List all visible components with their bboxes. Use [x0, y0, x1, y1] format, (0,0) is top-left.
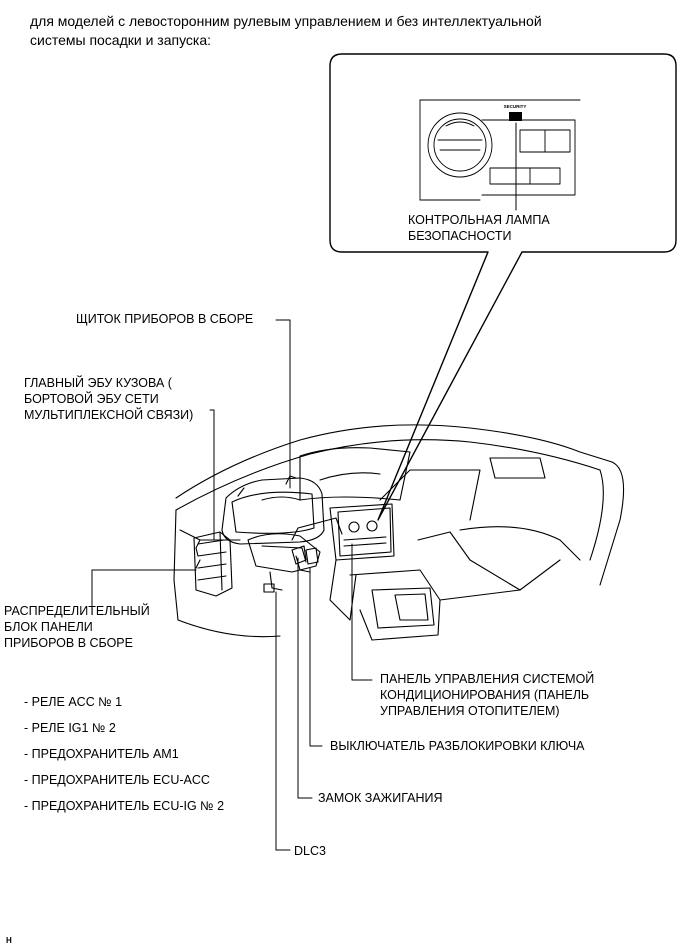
leader-combination-meter [275, 319, 291, 489]
leader-dlc3 [275, 591, 291, 851]
list-item: - ПРЕДОХРАНИТЕЛЬ ECU-ACC [24, 773, 210, 787]
security-lamp-label-line-1: КОНТРОЛЬНАЯ ЛАМПА [408, 213, 550, 227]
header-text: для моделей с левосторонним рулевым упра… [30, 12, 542, 50]
ac-panel-label-line-3: УПРАВЛЕНИЯ ОТОПИТЕЛЕМ) [380, 704, 560, 718]
leader-ignition [297, 557, 313, 799]
list-item: - РЕЛЕ ACC № 1 [24, 695, 123, 709]
leader-junction-block [91, 569, 197, 611]
dlc3-label: DLC3 [294, 844, 326, 858]
security-lamp-icon: SECURITY [504, 104, 527, 211]
junction-block-label-line-1: РАСПРЕДЕЛИТЕЛЬНЫЙ [4, 604, 150, 618]
leader-main-body-ecu [209, 409, 215, 541]
security-lamp-label-line-2: БЕЗОПАСНОСТИ [408, 229, 512, 243]
header-line-1: для моделей с левосторонним рулевым упра… [30, 13, 542, 29]
leader-unlock-switch [309, 567, 323, 747]
list-item: - ПРЕДОХРАНИТЕЛЬ ECU-IG № 2 [24, 799, 225, 813]
leader-ac-panel [351, 543, 373, 681]
dlc3-connector-drawing [263, 583, 275, 593]
junction-block-label-line-2: БЛОК ПАНЕЛИ [4, 620, 93, 634]
ac-panel-label-line-1: ПАНЕЛЬ УПРАВЛЕНИЯ СИСТЕМОЙ [380, 672, 595, 686]
ac-panel-label-line-2: КОНДИЦИОНИРОВАНИЯ (ПАНЕЛЬ [380, 688, 590, 702]
corner-mark: H [6, 936, 12, 945]
unlock-switch-label: ВЫКЛЮЧАТЕЛЬ РАЗБЛОКИРОВКИ КЛЮЧА [330, 739, 585, 753]
junction-block-label: РАСПРЕДЕЛИТЕЛЬНЫЙ БЛОК ПАНЕЛИ ПРИБОРОВ В… [4, 603, 150, 651]
ignition-label: ЗАМОК ЗАЖИГАНИЯ [318, 791, 443, 805]
main-body-ecu-label-line-1: ГЛАВНЫЙ ЭБУ КУЗОВА ( [24, 376, 172, 390]
header-line-2: системы посадки и запуска: [30, 32, 212, 48]
dashboard-outline [173, 424, 625, 641]
leader-lines [91, 319, 373, 851]
steering-column-drawing [247, 517, 343, 591]
main-body-ecu-label: ГЛАВНЫЙ ЭБУ КУЗОВА ( БОРТОВОЙ ЭБУ СЕТИ М… [24, 375, 193, 423]
security-lamp-label: КОНТРОЛЬНАЯ ЛАМПА БЕЗОПАСНОСТИ [408, 212, 550, 244]
list-item: - РЕЛЕ IG1 № 2 [24, 721, 116, 735]
combination-meter-label: ЩИТОК ПРИБОРОВ В СБОРЕ [76, 312, 254, 326]
main-body-ecu-label-line-2: БОРТОВОЙ ЭБУ СЕТИ [24, 392, 159, 406]
inset-callout-frame [329, 53, 677, 521]
junction-block-drawing [193, 531, 233, 597]
junction-block-label-line-3: ПРИБОРОВ В СБОРЕ [4, 636, 133, 650]
inset-panel-drawing [419, 99, 581, 201]
main-body-ecu-label-line-3: МУЛЬТИПЛЕКСНОЙ СВЯЗИ) [24, 408, 194, 422]
list-item: - ПРЕДОХРАНИТЕЛЬ AM1 [24, 747, 179, 761]
security-badge-text: SECURITY [504, 104, 527, 109]
combination-meter-drawing [221, 475, 325, 545]
junction-block-item-list: - РЕЛЕ ACC № 1 - РЕЛЕ IG1 № 2 - ПРЕДОХРА… [24, 689, 224, 819]
unlock-switch-drawing [291, 545, 319, 573]
ac-panel-label: ПАНЕЛЬ УПРАВЛЕНИЯ СИСТЕМОЙ КОНДИЦИОНИРОВ… [380, 671, 594, 719]
